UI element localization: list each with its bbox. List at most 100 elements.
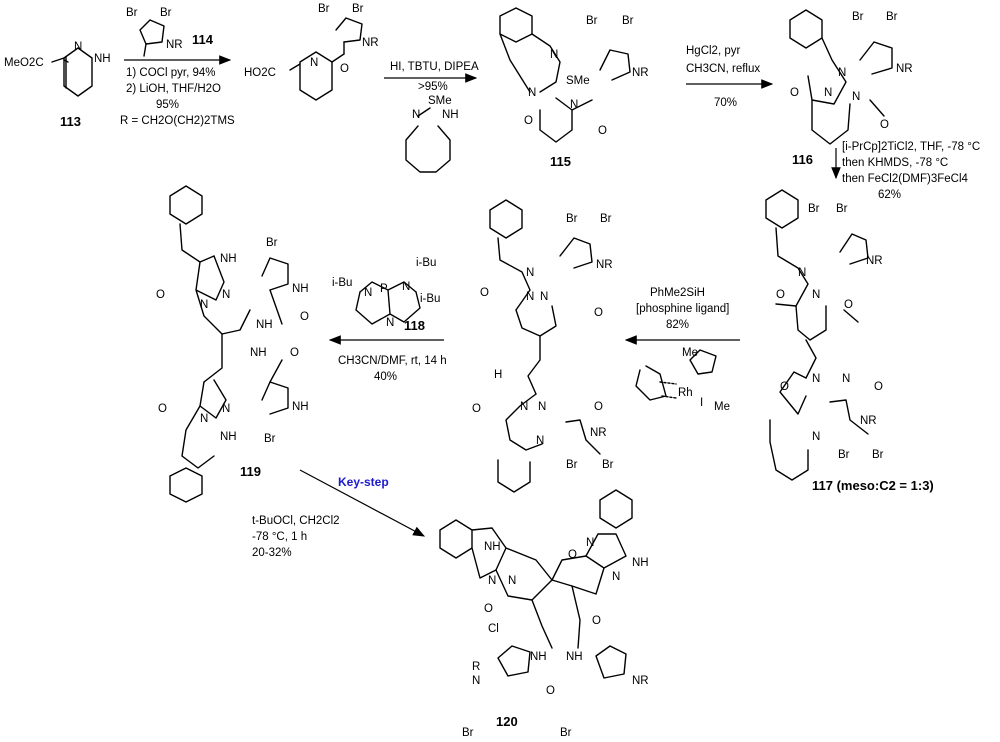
me-label-rh-b: Me [714,401,730,413]
br-label-114b: Br [160,7,172,19]
sme-label-reagent: SMe [428,95,452,107]
n-label-115a: N [550,49,558,61]
nr-label-120: NR [632,675,649,687]
o-label-119b: O [300,311,309,323]
compound-117-structure: Br Br NR N O N O O N N O NR N Br Br 117 … [765,189,934,493]
n-label-116c: N [852,91,860,103]
step-2: HI, TBTU, DIPEA >95% SMe N NH [384,61,479,173]
o-label-dimer-c: O [472,403,481,415]
o-label-117d: O [874,381,883,393]
ester-label: MeO2C [4,57,44,69]
cond-5c: 82% [666,319,689,331]
o-label-119c: O [290,347,299,359]
br-label-dimer-d: Br [602,459,614,471]
o-label-120d: O [546,685,555,697]
o-label-120a: O [484,603,493,615]
n-label-115b: N [528,87,536,99]
n-label-acid: N [310,57,318,69]
n-label-dimer-e: N [538,401,546,413]
step-3: HgCl2, pyr CH3CN, reflux 70% [686,45,774,109]
br-label-120b: Br [560,727,572,739]
n-label-120a: N [488,575,496,587]
nh-label: NH [94,53,111,65]
nh-label-119f: NH [220,431,237,443]
o-label-acid: O [340,63,349,75]
cond-6b: 40% [374,371,397,383]
compound-113-label: 113 [60,114,81,129]
n-label-120e: N [472,675,480,687]
cl-label-120: Cl [488,623,499,635]
rh-label: Rh [678,387,693,399]
br-label-acid-b: Br [352,3,364,15]
nh-label-120d: NH [566,651,583,663]
acid-intermediate-structure: HO2C O N Br Br NR [244,3,379,101]
compound-116-label: 116 [792,152,813,167]
br-label-119a: Br [266,237,278,249]
compound-114-label: 114 [192,32,214,47]
me-label-rh-a: Me [682,347,698,359]
cond-3a: HgCl2, pyr [686,45,740,57]
n-label-120d: N [612,571,620,583]
nh-label-119b: NH [292,283,309,295]
acid-label: HO2C [244,67,276,79]
compound-118-label: 118 [404,318,425,333]
compound-119-label: 119 [240,464,261,479]
o-label-dimer-b: O [594,307,603,319]
n-label-118b: N [402,281,410,293]
cond-7b: -78 °C, 1 h [252,531,307,543]
n-label-119a: N [200,299,208,311]
i-label-rh: I [700,397,703,409]
o-label-117c: O [780,381,789,393]
nh-label-reagent: NH [442,109,459,121]
o-label-117b: O [844,299,853,311]
cond-1b: 2) LiOH, THF/H2O [126,83,221,95]
key-step-label: Key-step [338,475,389,489]
br-label-115b: Br [622,15,634,27]
n-label-116b: N [824,87,832,99]
ibu-label-c: i-Bu [420,293,440,305]
o-label-119d: O [158,403,167,415]
n-label-reagent: N [412,109,420,121]
o-label-115b: O [598,125,607,137]
nr-label-116: NR [896,63,913,75]
o-label-dimer-d: O [594,401,603,413]
br-label-120a: Br [462,727,474,739]
nr-label-117b: NR [860,415,877,427]
o-label-117a: O [776,289,785,301]
br-label-117d: Br [872,449,884,461]
br-label-119b: Br [264,433,276,445]
o-label-dimer-a: O [480,287,489,299]
sme-label-115: SMe [566,75,590,87]
cond-5b: [phosphine ligand] [636,303,729,315]
nr-label-dimer-b: NR [590,427,607,439]
nh-label-120a: NH [484,541,501,553]
o-label-119a: O [156,289,165,301]
cond-5a: PhMe2SiH [650,287,705,299]
br-label-acid-a: Br [318,3,330,15]
n-label: N [74,41,82,53]
r-label-120a: R [472,661,480,673]
br-label-116a: Br [852,11,864,23]
o-label-115: O [524,115,533,127]
compound-113-structure: MeO2C N NH 113 [4,41,111,129]
nr-label-dimer-a: NR [596,259,613,271]
compound-115-label: 115 [550,154,571,169]
n-label-120b: N [508,575,516,587]
nh-label-119a: NH [220,253,237,265]
cond-1a: 1) COCl pyr, 94% [126,67,215,79]
compound-119-structure: NH Br NH O N N NH O NH O O N N NH NH Br … [156,185,309,503]
nh-label-119d: NH [250,347,267,359]
br-label-117c: Br [838,449,850,461]
n-label-dimer-d: N [520,401,528,413]
br-label-dimer-c: Br [566,459,578,471]
step-1: Br Br NR 114 1) COCl pyr, 94% 2) LiOH, T… [120,7,235,127]
n-label-119d: N [222,403,230,415]
n-label-116a: N [838,67,846,79]
cond-1c: 95% [156,99,179,111]
nr-label-114: NR [166,39,183,51]
o-label-116b: O [880,119,889,131]
nh-label-119c: NH [256,319,273,331]
step-6: i-Bu i-Bu i-Bu N P N N 118 CH3CN/DMF, rt… [328,257,447,383]
cond-1d: R = CH2O(CH2)2TMS [120,115,235,127]
